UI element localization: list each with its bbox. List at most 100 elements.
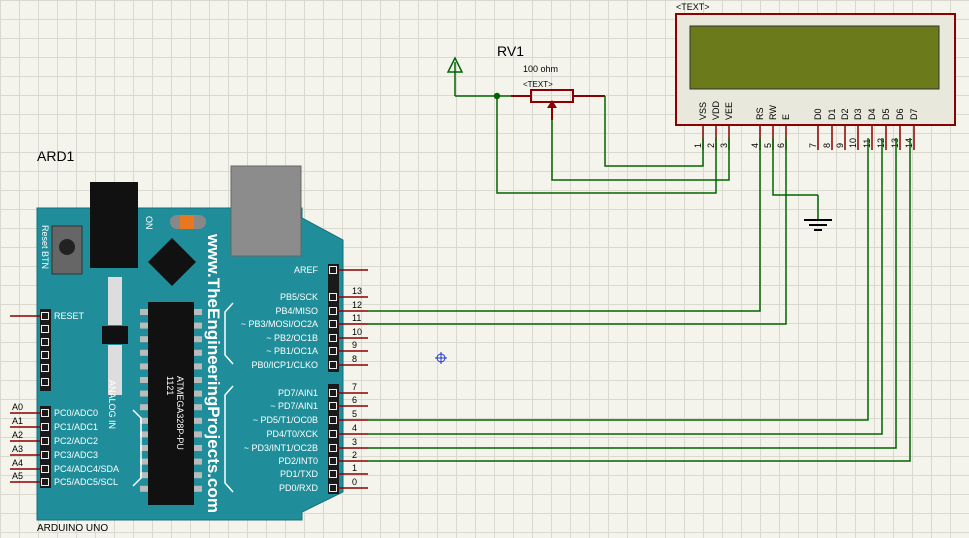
pin-label: ~ PB3/MOSI/OC2A xyxy=(241,319,318,329)
lcd-pin-label: D0 xyxy=(813,108,823,120)
lcd-pin-label: VSS xyxy=(698,102,708,120)
chip-leg xyxy=(140,322,148,329)
lcd-pin-label: D1 xyxy=(827,108,837,120)
on-led xyxy=(180,215,194,229)
pin-label: PD7/AIN1 xyxy=(278,388,318,398)
analog-net-label: A4 xyxy=(12,458,23,468)
power-terminal[interactable] xyxy=(446,56,464,96)
wire-e-pin11[interactable] xyxy=(368,138,787,325)
pin-label: PD4/T0/XCK xyxy=(266,429,318,439)
header-pin[interactable] xyxy=(41,451,49,459)
pin-number: 10 xyxy=(352,327,362,337)
pin-number: 8 xyxy=(352,354,357,364)
pin-label: PD1/TXD xyxy=(280,469,319,479)
pin-number: 4 xyxy=(352,423,357,433)
chip-leg xyxy=(194,445,202,451)
header-pin[interactable] xyxy=(329,307,337,315)
pot-wiper-arrow xyxy=(547,100,557,108)
lcd-pin-number: 13 xyxy=(890,138,900,148)
header-pin[interactable] xyxy=(329,266,337,274)
chip-leg xyxy=(140,363,148,370)
lcd-pin-label: RS xyxy=(755,107,765,120)
header-pin[interactable] xyxy=(41,325,49,333)
pin-number: 3 xyxy=(352,437,357,447)
header-pin[interactable] xyxy=(41,465,49,473)
lcd-pin-label: E xyxy=(781,114,791,120)
potentiometer-rv1[interactable]: RV1 100 ohm <TEXT> xyxy=(497,43,605,120)
analog-pin-label: PC4/ADC4/SDA xyxy=(54,464,119,474)
wire-wiper-vee[interactable] xyxy=(551,120,730,181)
lcd-pin-number: 2 xyxy=(706,143,716,148)
analog-net-label: A3 xyxy=(12,444,23,454)
crystal-bottom xyxy=(108,345,122,395)
chip-leg xyxy=(194,322,202,329)
wire-vcc-vdd[interactable] xyxy=(496,96,717,194)
header-pin[interactable] xyxy=(329,457,337,465)
analog-pin-label: PC2/ADC2 xyxy=(54,436,98,446)
chip-leg xyxy=(140,404,148,411)
reset-button[interactable] xyxy=(59,239,75,255)
pin-label: ~ PB1/OC1A xyxy=(266,346,318,356)
header-pin[interactable] xyxy=(329,402,337,410)
chip-leg xyxy=(194,431,202,438)
crosshair-cursor-icon xyxy=(435,352,447,364)
lcd-pin-number: 4 xyxy=(750,143,760,148)
chip-number: 1121 xyxy=(165,376,175,395)
wire-d5-pin4[interactable] xyxy=(368,138,883,435)
pin-number: 7 xyxy=(352,382,357,392)
header-pin[interactable] xyxy=(41,378,49,386)
header-pin[interactable] xyxy=(329,484,337,492)
pin-label: PB4/MISO xyxy=(275,306,318,316)
header-pin[interactable] xyxy=(41,409,49,417)
wire-rs-pin12[interactable] xyxy=(368,138,761,312)
header-pin[interactable] xyxy=(41,478,49,486)
header-pin[interactable] xyxy=(41,423,49,431)
header-pin[interactable] xyxy=(329,361,337,369)
chip-leg xyxy=(194,404,202,411)
pot-text-placeholder: <TEXT> xyxy=(523,80,553,89)
lcd-component[interactable]: <TEXT> VSS1VDD2VEE3RS4RW5E6D07D18D29D310… xyxy=(675,2,956,150)
pin-label: PD0/RXD xyxy=(279,483,319,493)
header-pin[interactable] xyxy=(41,338,49,346)
analog-pin-label: PC5/ADC5/SCL xyxy=(54,477,118,487)
wire-pot-right-vss[interactable] xyxy=(604,96,704,167)
header-pin[interactable] xyxy=(329,416,337,424)
lcd-pin-label: D6 xyxy=(895,108,905,120)
wire-d4-pin5[interactable] xyxy=(368,138,869,421)
header-pin[interactable] xyxy=(41,312,49,320)
lcd-pin-label: VEE xyxy=(724,102,734,120)
header-pin[interactable] xyxy=(329,470,337,478)
lcd-pin-number: 10 xyxy=(848,138,858,148)
wire-d6-pin3[interactable] xyxy=(368,138,897,449)
header-pin[interactable] xyxy=(329,334,337,342)
lcd-text-placeholder: <TEXT> xyxy=(676,2,710,12)
lcd-pin-label: D4 xyxy=(867,108,877,120)
header-pin[interactable] xyxy=(329,430,337,438)
lcd-pin-number: 1 xyxy=(693,143,703,148)
pot-ref: RV1 xyxy=(497,43,524,59)
reset-pin-label: RESET xyxy=(54,311,85,321)
usb-connector xyxy=(230,165,302,257)
header-right-top xyxy=(328,264,339,372)
header-pin[interactable] xyxy=(41,437,49,445)
header-pin[interactable] xyxy=(41,364,49,372)
chip-leg xyxy=(194,363,202,370)
analog-pin-label: PC3/ADC3 xyxy=(54,450,98,460)
header-pin[interactable] xyxy=(329,444,337,452)
header-pin[interactable] xyxy=(329,320,337,328)
wire-d7-pin2[interactable] xyxy=(368,138,911,462)
lcd-pin-number: 5 xyxy=(763,143,773,148)
ground-symbol[interactable] xyxy=(804,195,832,231)
arduino-uno-board[interactable]: ARD1 Reset BTN ON 1121 ATMEGA328P-PU www… xyxy=(10,148,368,534)
lcd-pin-number: 11 xyxy=(862,139,872,148)
header-right-bottom xyxy=(328,384,339,494)
chip-leg xyxy=(140,472,148,479)
wires xyxy=(368,92,911,462)
pin-label: ~ PD5/T1/OC0B xyxy=(253,415,318,425)
header-pin[interactable] xyxy=(329,293,337,301)
header-pin[interactable] xyxy=(329,347,337,355)
header-pin[interactable] xyxy=(329,389,337,397)
wire-rw-ground[interactable] xyxy=(772,138,818,196)
header-pin[interactable] xyxy=(41,351,49,359)
